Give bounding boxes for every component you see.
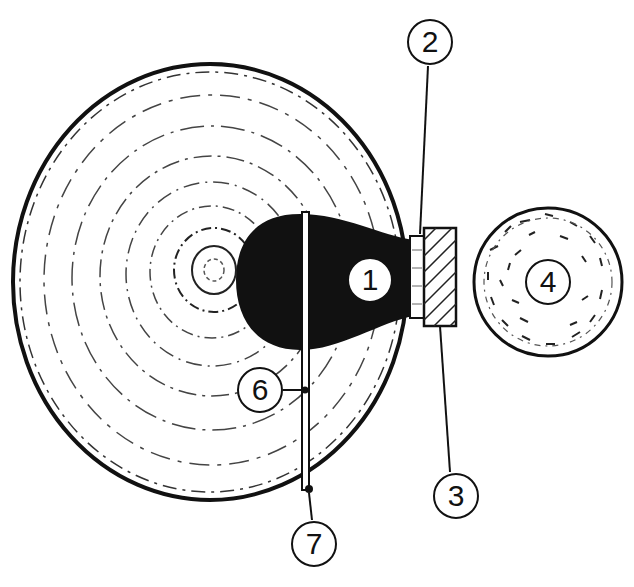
callout-number: 2 xyxy=(407,19,453,65)
callout-number: 1 xyxy=(347,257,393,303)
callout-number: 7 xyxy=(291,521,337,567)
callout-number: 3 xyxy=(433,473,479,519)
callout-number: 4 xyxy=(525,259,571,305)
callout-number: 6 xyxy=(237,367,283,413)
